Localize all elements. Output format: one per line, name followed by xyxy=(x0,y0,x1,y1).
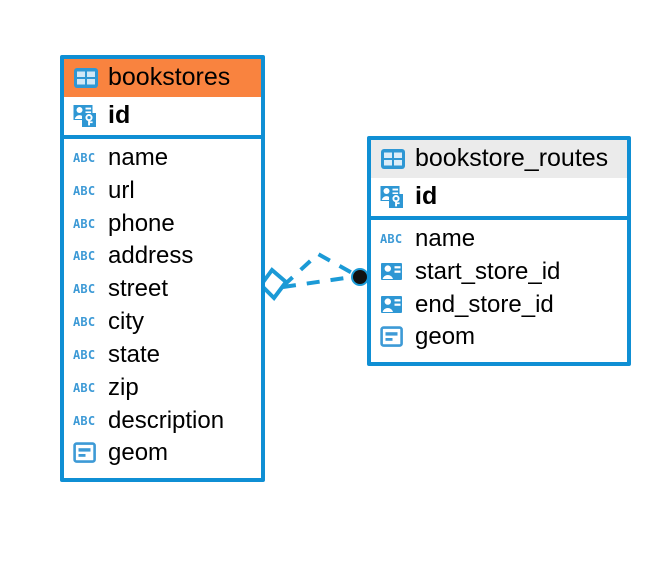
svg-text:ABC: ABC xyxy=(380,232,402,246)
field-label: geom xyxy=(415,323,476,351)
field-row[interactable]: ABC zip xyxy=(64,372,261,405)
text-type-icon: ABC xyxy=(73,282,99,296)
primary-key-icon xyxy=(380,185,406,209)
entity-field-list: ABC name ABC url ABC p xyxy=(64,139,261,479)
svg-text:ABC: ABC xyxy=(73,217,95,231)
field-label: name xyxy=(108,144,169,171)
svg-text:ABC: ABC xyxy=(73,151,95,165)
foreign-key-icon xyxy=(380,261,406,283)
text-type-icon: ABC xyxy=(73,315,99,329)
relationship-branch-lower xyxy=(282,275,353,289)
entity-bookstores[interactable]: bookstores id xyxy=(60,55,265,483)
field-row[interactable]: ABC city xyxy=(64,306,261,339)
field-row[interactable]: end_store_id xyxy=(371,289,627,322)
entity-primary-key-row[interactable]: id xyxy=(371,178,627,220)
field-row[interactable]: ABC url xyxy=(64,175,261,208)
field-row[interactable]: ABC street xyxy=(64,273,261,306)
svg-text:ABC: ABC xyxy=(73,249,95,263)
entity-header-bookstore-routes[interactable]: bookstore_routes xyxy=(371,140,627,178)
text-type-icon: ABC xyxy=(73,381,99,395)
geometry-type-icon xyxy=(73,442,99,464)
field-row[interactable]: ABC address xyxy=(64,240,261,273)
table-icon xyxy=(380,148,406,170)
field-label: start_store_id xyxy=(415,257,561,285)
field-label: geom xyxy=(108,439,169,467)
field-label: address xyxy=(108,242,194,270)
relationship-branch-upper xyxy=(281,251,355,288)
svg-text:ABC: ABC xyxy=(73,414,95,428)
field-label: street xyxy=(108,275,169,303)
table-icon xyxy=(73,67,99,89)
field-label: end_store_id xyxy=(415,290,554,318)
text-type-icon: ABC xyxy=(73,414,99,428)
geometry-type-icon xyxy=(380,326,406,348)
field-row[interactable]: geom xyxy=(64,437,261,470)
primary-key-icon xyxy=(73,104,99,128)
field-label: description xyxy=(108,406,225,434)
svg-text:ABC: ABC xyxy=(73,184,95,198)
text-type-icon: ABC xyxy=(73,348,99,362)
entity-name: bookstores xyxy=(108,63,231,91)
text-type-icon: ABC xyxy=(73,151,99,165)
svg-text:ABC: ABC xyxy=(73,381,95,395)
field-row[interactable]: ABC name xyxy=(371,223,627,256)
svg-text:ABC: ABC xyxy=(73,348,95,362)
text-type-icon: ABC xyxy=(73,217,99,231)
entity-name: bookstore_routes xyxy=(415,144,609,172)
field-row[interactable]: ABC phone xyxy=(64,208,261,241)
foreign-key-icon xyxy=(380,294,406,316)
text-type-icon: ABC xyxy=(380,232,406,246)
text-type-icon: ABC xyxy=(73,184,99,198)
primary-key-label: id xyxy=(108,101,131,129)
field-label: url xyxy=(108,176,135,204)
field-label: name xyxy=(415,225,476,252)
field-label: state xyxy=(108,340,161,368)
field-row[interactable]: ABC name xyxy=(64,142,261,175)
field-row[interactable]: ABC state xyxy=(64,339,261,372)
field-row[interactable]: geom xyxy=(371,321,627,354)
entity-bookstore-routes[interactable]: bookstore_routes id xyxy=(367,136,631,367)
svg-text:ABC: ABC xyxy=(73,282,95,296)
entity-primary-key-row[interactable]: id xyxy=(64,97,261,139)
entity-header-bookstores[interactable]: bookstores xyxy=(64,59,261,97)
field-label: zip xyxy=(108,373,139,401)
field-label: phone xyxy=(108,209,175,237)
primary-key-label: id xyxy=(415,182,438,210)
entity-field-list: ABC name start_store_id xyxy=(371,220,627,363)
svg-text:ABC: ABC xyxy=(73,315,95,329)
field-label: city xyxy=(108,308,144,336)
field-row[interactable]: start_store_id xyxy=(371,256,627,289)
field-row[interactable]: ABC description xyxy=(64,405,261,438)
text-type-icon: ABC xyxy=(73,249,99,263)
